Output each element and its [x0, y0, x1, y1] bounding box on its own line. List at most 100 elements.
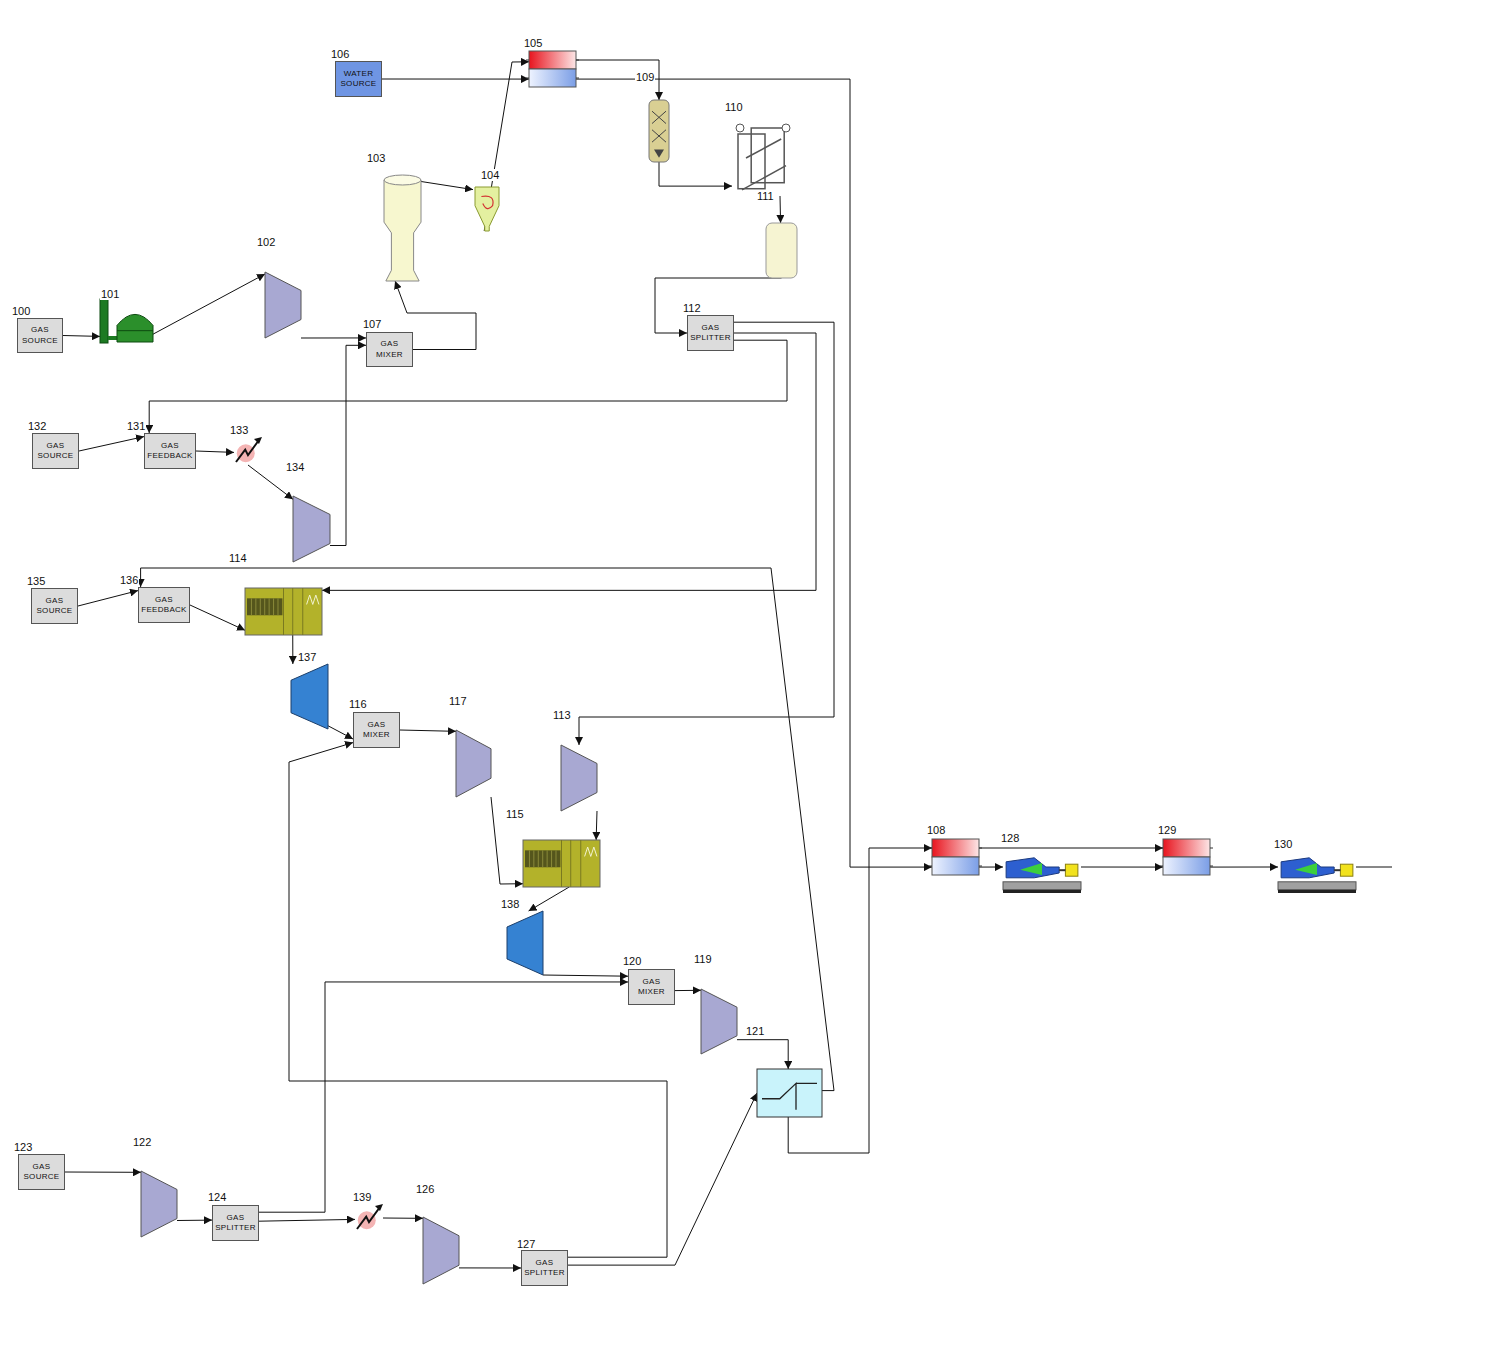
stream-connector	[400, 730, 456, 731]
stream-connector	[382, 79, 529, 80]
coil-tube	[742, 139, 786, 190]
heater-arrow	[357, 1207, 380, 1229]
stream-connector	[568, 1093, 757, 1265]
unit-number: 105	[523, 37, 543, 49]
unit-number: 112	[682, 302, 702, 314]
turbine-floor	[1278, 890, 1356, 893]
equipment-outline	[1003, 853, 1081, 893]
unit-number: 138	[500, 898, 520, 910]
port-tick	[1160, 848, 1163, 849]
stream-connector	[421, 181, 473, 189]
equipment-icon: 109	[649, 100, 669, 162]
unit-number: 126	[415, 1183, 435, 1195]
unit-number: 114	[228, 552, 248, 564]
stream-connector	[1081, 867, 1163, 868]
equipment-icon: 137	[291, 664, 328, 729]
stream-connector	[65, 1172, 141, 1173]
equipment-outline	[456, 730, 491, 797]
equipment-outline	[732, 120, 792, 196]
unit-number: 139	[352, 1191, 372, 1203]
equipment-outline	[701, 989, 737, 1054]
column-outlet	[654, 150, 664, 158]
unit-number: 124	[207, 1191, 227, 1203]
digester-stack	[100, 299, 108, 343]
stream-connector	[259, 1219, 355, 1221]
unit-block: 124GAS SPLITTER	[212, 1205, 259, 1241]
expander-symbol	[291, 664, 328, 729]
port-tick	[929, 848, 932, 849]
turbine-base	[1278, 882, 1356, 890]
equipment-icon: 130	[1278, 853, 1356, 893]
stream-connector	[737, 1040, 788, 1069]
shaft	[1059, 869, 1065, 871]
heater-circle	[237, 444, 255, 462]
compressor-symbol	[456, 730, 491, 797]
stack-line	[277, 598, 278, 615]
partition	[570, 840, 571, 887]
unit-block: 132GAS SOURCE	[32, 433, 79, 469]
unit-label: GAS SPLITTER	[215, 1213, 256, 1234]
digester-seam	[117, 330, 153, 331]
unit-number: 109	[635, 71, 655, 83]
port-tick	[929, 866, 932, 867]
tower-body	[384, 180, 421, 281]
stream-connector	[177, 1220, 212, 1221]
stream-connector	[576, 60, 659, 100]
tower-top	[384, 175, 421, 185]
partition	[283, 588, 284, 635]
unit-number: 121	[745, 1025, 765, 1037]
stream-connector	[383, 1218, 423, 1219]
equipment-icon: 110	[732, 120, 792, 196]
turbine-floor	[1003, 890, 1081, 893]
stream-connector	[780, 196, 782, 223]
equipment-icon: 119	[701, 989, 737, 1054]
equipment-outline	[141, 1171, 177, 1237]
unit-block: 123GAS SOURCE	[18, 1154, 65, 1190]
unit-number: 103	[366, 152, 386, 164]
unit-number: 104	[480, 169, 500, 181]
generator	[1065, 864, 1077, 876]
unit-label: GAS MIXER	[638, 977, 665, 998]
unit-number: 122	[132, 1136, 152, 1148]
stream-connector	[979, 867, 1003, 868]
port-tick	[1160, 866, 1163, 867]
equipment-outline	[293, 496, 330, 562]
equipment-icon: 139	[355, 1204, 383, 1232]
outlet-line	[1356, 867, 1392, 868]
stream-connector	[292, 635, 293, 664]
fuel-cell-stack	[525, 850, 560, 867]
unit-number: 119	[693, 953, 713, 965]
equipment-icon: 103	[384, 174, 421, 281]
unit-number: 135	[26, 575, 46, 587]
compressor-symbol	[293, 496, 330, 562]
partition	[302, 588, 303, 635]
stack-line	[260, 598, 261, 615]
unit-number: 115	[505, 808, 525, 820]
equipment-outline	[423, 1217, 459, 1284]
unit-number: 100	[11, 305, 31, 317]
equipment-outline	[523, 840, 600, 887]
turbine-casing	[1006, 858, 1059, 878]
equipment-icon: 105	[529, 51, 576, 87]
stream-connector	[596, 811, 598, 840]
heater-arrow	[236, 440, 259, 462]
stack-line	[273, 598, 274, 615]
unit-number: 110	[724, 101, 744, 113]
turbine-rotor	[1295, 863, 1317, 875]
packing-mark	[652, 130, 666, 142]
vessel-body	[766, 223, 797, 278]
equipment-icon: 133	[234, 437, 262, 465]
equipment-outline	[757, 1069, 822, 1117]
stream-connector	[78, 591, 138, 606]
equipment-icon: 115	[523, 840, 600, 887]
unit-number: 101	[100, 288, 120, 300]
unit-block: 106WATER SOURCE	[335, 61, 382, 97]
stream-connector	[322, 333, 816, 590]
stream-connector	[141, 568, 834, 1091]
unit-number: 130	[1273, 838, 1293, 850]
partition	[580, 840, 581, 887]
equipment-icon: 104	[473, 185, 501, 231]
equipment-icon: 101	[100, 299, 153, 343]
unit-number: 136	[119, 574, 139, 586]
